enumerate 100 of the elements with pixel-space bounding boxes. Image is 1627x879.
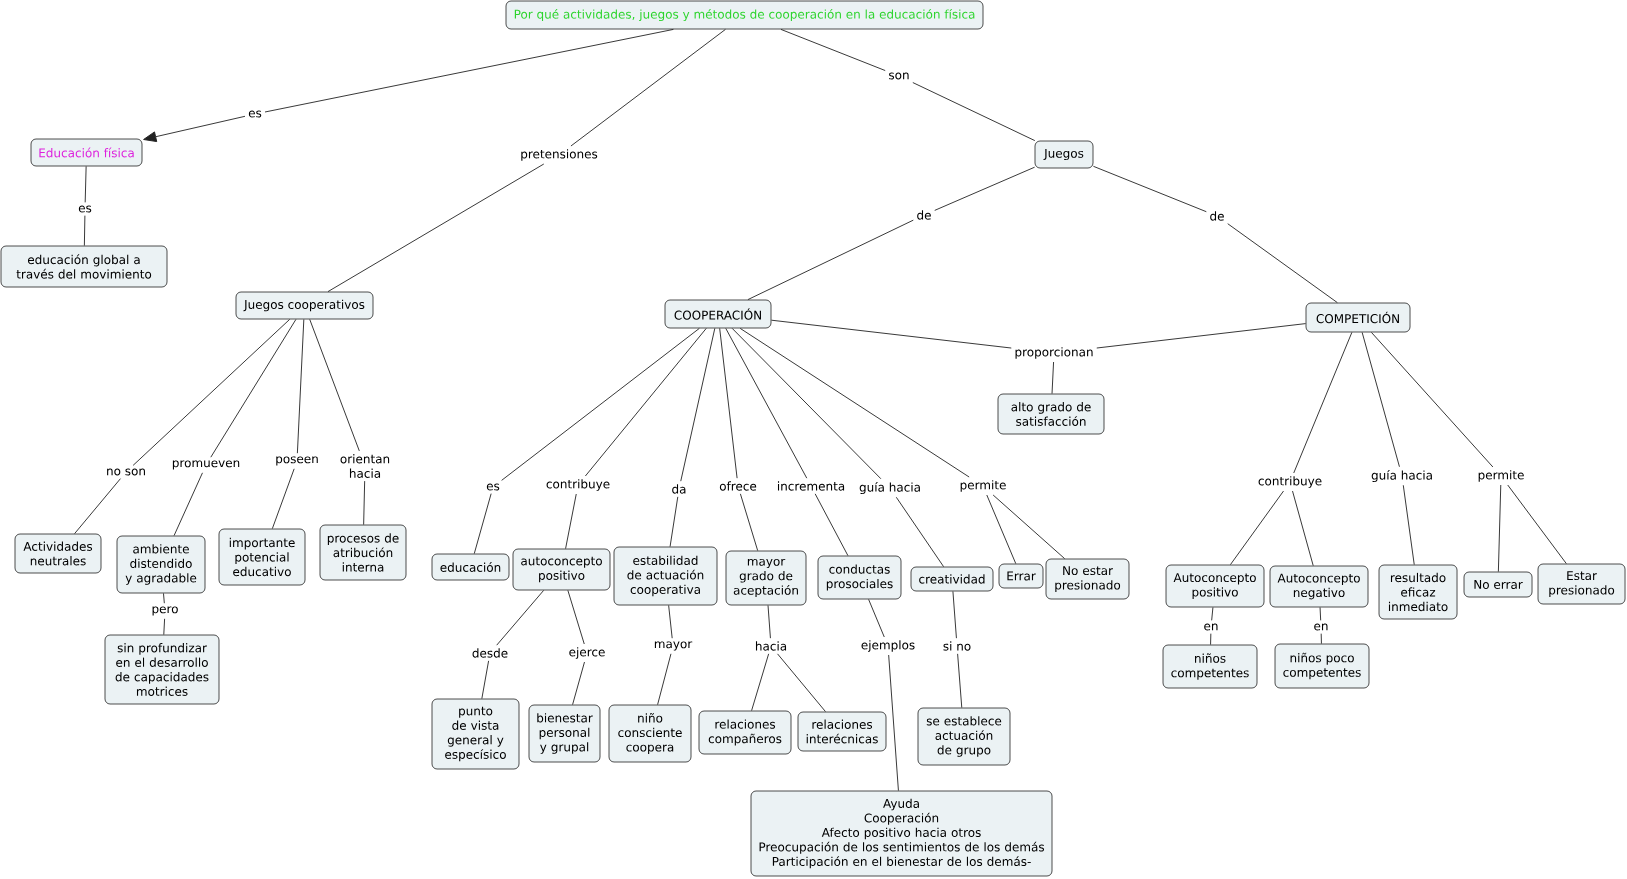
linking-phrase: pero (148, 603, 182, 619)
connector-line (1293, 331, 1353, 474)
concept-box: ambiente distendido y agradable (116, 535, 206, 594)
connector-line (868, 598, 885, 638)
connector-line (770, 319, 1012, 349)
connector-line (163, 592, 165, 604)
linking-phrase: contribuye (1254, 473, 1326, 491)
connector-line (731, 327, 882, 480)
connector-line (1096, 323, 1307, 349)
connector-line (780, 28, 886, 71)
concept-box: alto grado de satisfacción (997, 393, 1105, 435)
connector-line (767, 604, 771, 639)
connector-line (1371, 331, 1494, 468)
linking-phrase: hacia (751, 638, 791, 654)
connector-line (570, 28, 726, 147)
linking-phrase: guía hacia (1368, 466, 1436, 486)
connector-line (719, 327, 738, 479)
concept-box: Educación física (30, 138, 143, 167)
connector-line (739, 493, 759, 552)
linking-phrase: es (245, 107, 265, 121)
linking-phrase: si no (939, 638, 975, 654)
concept-box: creatividad (910, 566, 994, 592)
concept-box: educación (431, 553, 510, 581)
connector-line (814, 493, 849, 557)
concept-box: Autoconcepto negativo (1269, 565, 1369, 608)
linking-phrase: pretensiones (517, 146, 601, 164)
concept-box: niño consciente coopera (608, 704, 692, 763)
concept-box: No errar (1463, 571, 1533, 598)
connector-line (271, 468, 295, 530)
connector-line (986, 494, 1017, 565)
concept-box: Juegos cooperativos (235, 291, 374, 320)
linking-phrase: son (885, 69, 913, 83)
linking-phrase: incrementa (773, 478, 849, 494)
linking-phrase: permite (1474, 467, 1528, 485)
connector-line (496, 589, 545, 646)
connector-line (74, 478, 121, 535)
connector-line (1320, 633, 1322, 645)
concept-box: importante potencial educativo (218, 528, 306, 586)
connector-line (481, 660, 490, 700)
connector-line (572, 661, 585, 706)
concept-box: conductas prosociales (817, 555, 902, 600)
connector-line (957, 653, 963, 709)
connector-line (725, 327, 808, 479)
concept-box: Actividades neutrales (14, 533, 102, 574)
concept-box: educación global a través del movimiento (0, 245, 168, 288)
concept-box: COMPETICIÓN (1305, 302, 1411, 333)
connector-line (739, 327, 970, 478)
concept-box: niños poco competentes (1274, 643, 1370, 689)
concept-box: estabilidad de actuación cooperativa (613, 546, 718, 606)
linking-phrase: poseen (272, 453, 322, 469)
connector-line (912, 82, 1036, 142)
connector-line (895, 496, 944, 568)
connector-line (1227, 223, 1338, 304)
linking-phrase: orientan hacia (335, 451, 395, 481)
linking-phrase: en (1200, 620, 1222, 634)
linking-phrase: mayor (650, 638, 696, 654)
connector-line (751, 653, 770, 712)
connector-line (1230, 490, 1284, 566)
connector-line (83, 215, 86, 247)
connector-line (1092, 165, 1207, 213)
connector-line (1507, 484, 1567, 565)
concept-box: Por qué actividades, juegos y métodos de cooperación en la educación física (505, 0, 984, 30)
connector-line (1292, 490, 1314, 567)
concept-box: No estar presionado (1045, 558, 1130, 600)
concept-box: procesos de atribución interna (319, 524, 407, 581)
connector-line (680, 327, 716, 482)
connector-line (1210, 633, 1212, 646)
connector-line (163, 618, 166, 636)
linking-phrase: ofrece (716, 478, 760, 494)
connector-line (296, 318, 305, 454)
linking-phrase: permite (956, 477, 1010, 495)
connector-line (777, 653, 826, 713)
linking-phrase: promueven (168, 457, 244, 473)
connector-line (565, 493, 577, 550)
connector-line (584, 327, 707, 477)
connector-line (1319, 606, 1322, 621)
linking-phrase: desde (468, 645, 512, 661)
linking-phrase: de (913, 207, 935, 223)
connector-line (657, 653, 672, 706)
connector-line (747, 219, 914, 301)
connector-line (1497, 484, 1502, 573)
connector-line (501, 327, 700, 481)
concept-box: punto de vista general y especísico (431, 698, 520, 770)
connector-line (473, 493, 492, 555)
concept-box: COOPERACIÓN (664, 299, 772, 329)
connector-line (668, 604, 673, 639)
concept-box: relaciones interécnicas (797, 711, 887, 752)
concept-box: autoconcepto positivo (512, 548, 611, 591)
linking-phrase: es (483, 480, 503, 494)
connector-line (327, 163, 545, 293)
linking-phrase: proporcionan (1011, 344, 1097, 362)
linking-phrase: de (1206, 208, 1228, 224)
linking-phrase: en (1310, 620, 1332, 634)
linking-phrase: guía hacia (856, 478, 924, 498)
concept-box: Errar (998, 563, 1044, 589)
concept-box: sin profundizar en el desarrollo de capacidades motrices (104, 634, 220, 705)
connector-line (173, 472, 203, 537)
linking-phrase: ejemplos (857, 637, 919, 655)
connector-line (669, 496, 679, 548)
connector-line (132, 318, 291, 466)
